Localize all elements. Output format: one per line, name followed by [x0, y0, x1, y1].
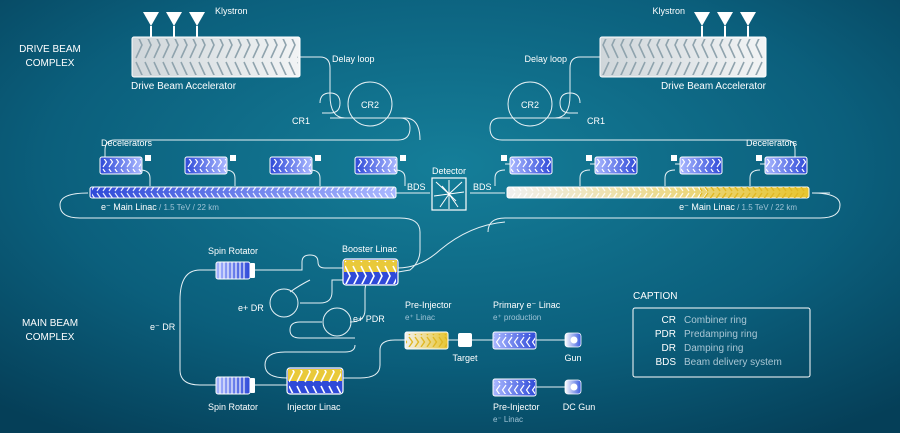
section-drive-beam-line1: DRIVE BEAM — [19, 44, 81, 55]
main-linac-right — [506, 186, 810, 199]
spin-rotator-top-label: Spin Rotator — [208, 246, 258, 256]
klystron-left-label: Klystron — [215, 6, 248, 16]
drive-beam-right — [599, 12, 767, 78]
decelerators-right — [501, 154, 808, 175]
pre-injector-bottom-sub: e⁻ Linac — [493, 415, 523, 424]
detector-label: Detector — [432, 166, 466, 176]
primary-electron-linac — [492, 331, 537, 350]
target-label: Target — [452, 353, 478, 363]
booster-linac-label: Booster Linac — [342, 244, 398, 254]
bds-left-label: BDS — [407, 182, 426, 192]
bds-right-label: BDS — [473, 182, 492, 192]
delay-loop-left-label: Delay loop — [332, 54, 375, 64]
booster-linac — [342, 258, 399, 286]
injector-linac — [286, 367, 344, 395]
section-drive-beam-line2: COMPLEX — [26, 58, 75, 69]
pre-injector-top-sub: e⁺ Linac — [405, 313, 435, 322]
caption-desc: Damping ring — [684, 343, 743, 354]
main-linac-left-label: e⁻ Main Linac / 1.5 TeV / 22 km — [101, 202, 219, 212]
caption-desc: Predamping ring — [684, 329, 757, 340]
decelerators-left — [99, 154, 407, 175]
decelerators-right-label: Decelerators — [746, 138, 798, 148]
caption-abbr: BDS — [655, 357, 676, 368]
cr1-right-label: CR1 — [587, 116, 605, 126]
cr1-left-label: CR1 — [292, 116, 310, 126]
dc-gun-label: DC Gun — [563, 402, 596, 412]
caption-abbr: CR — [662, 315, 676, 326]
pre-injector-bottom-label: Pre-Injector — [493, 402, 540, 412]
spin-rotator-bottom-label: Spin Rotator — [208, 402, 258, 412]
decelerators-left-label: Decelerators — [101, 138, 153, 148]
caption-abbr: PDR — [655, 329, 676, 340]
accelerator-chevrons — [134, 39, 298, 75]
accelerator-right-label: Drive Beam Accelerator — [661, 81, 767, 92]
drive-beam-left — [131, 12, 301, 78]
caption-desc: Combiner ring — [684, 315, 747, 326]
main-linac-right-label: e⁻ Main Linac / 1.5 TeV / 22 km — [679, 202, 797, 212]
primary-linac-label: Primary e⁻ Linac — [493, 300, 561, 310]
detector-icon — [431, 177, 467, 211]
caption-desc: Beam delivery system — [684, 357, 782, 368]
electron-dr-label: e⁻ DR — [150, 322, 176, 332]
section-main-beam-line2: COMPLEX — [26, 332, 75, 343]
caption-frame — [632, 307, 811, 378]
positron-pdr-label: e+ PDR — [353, 314, 385, 324]
delay-loop-right-label: Delay loop — [524, 54, 567, 64]
positron-dr-label: e+ DR — [238, 303, 264, 313]
cr2-right-label: CR2 — [521, 100, 539, 110]
dc-gun-icon — [564, 379, 582, 395]
pre-injector-positron — [404, 331, 449, 350]
klystron-icon — [694, 12, 756, 38]
accelerator-chevrons — [602, 39, 764, 75]
spin-rotator-bottom — [215, 376, 255, 395]
gun-label: Gun — [564, 353, 581, 363]
injector-linac-label: Injector Linac — [287, 402, 341, 412]
klystron-right-label: Klystron — [652, 6, 685, 16]
spin-rotator-top — [215, 261, 255, 280]
section-main-beam-line1: MAIN BEAM — [22, 318, 78, 329]
pre-injector-electron — [492, 378, 537, 397]
main-linac-left — [89, 186, 397, 199]
target-icon — [458, 333, 472, 347]
klystron-icon — [143, 12, 205, 38]
accelerator-left-label: Drive Beam Accelerator — [131, 81, 237, 92]
pre-injector-top-label: Pre-Injector — [405, 300, 452, 310]
cr2-left-label: CR2 — [361, 100, 379, 110]
caption-abbr: DR — [662, 343, 676, 354]
caption-title: CAPTION — [633, 291, 677, 302]
caption-box: CAPTION CR Combiner ring PDR Predamping … — [632, 291, 811, 378]
gun-icon — [564, 332, 582, 348]
primary-linac-sub: e⁺ production — [493, 313, 541, 322]
